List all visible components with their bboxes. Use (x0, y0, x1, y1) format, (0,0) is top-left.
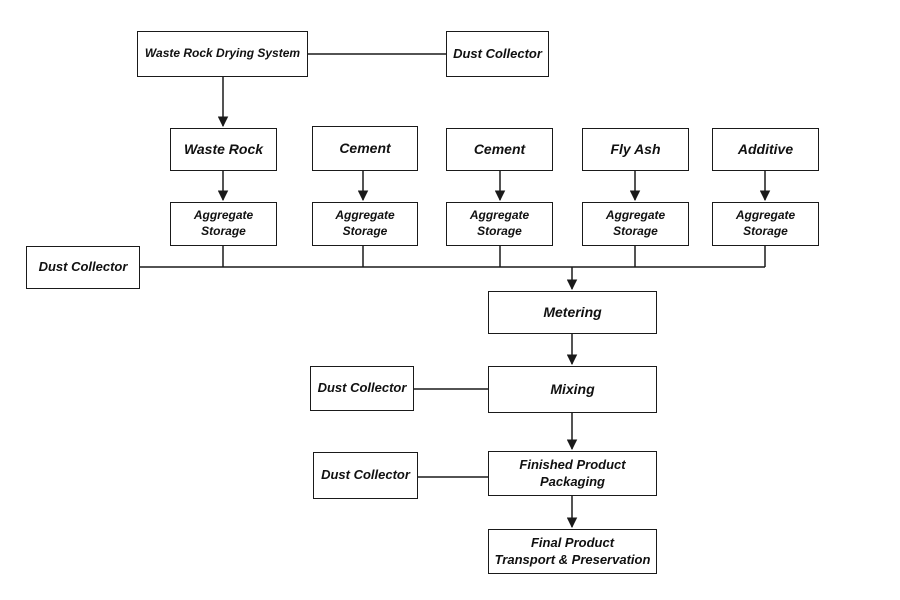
fly-ash-box: Fly Ash (582, 128, 689, 171)
aggregate-storage-label-line2: Storage (613, 224, 658, 238)
aggregate-storage-label-line1: Aggregate (193, 208, 254, 223)
dust-collector-top-box: Dust Collector (446, 31, 549, 77)
aggregate-storage-box: Aggregate Storage (312, 202, 418, 246)
cement-2-label: Cement (473, 141, 526, 158)
aggregate-storage-label-line1: Aggregate (735, 208, 796, 223)
dust-collector-left-box: Dust Collector (26, 246, 140, 289)
cement-1-label: Cement (339, 140, 391, 157)
finished-product-packaging-box: Finished Product Packaging (488, 451, 657, 496)
cement-1-box: Cement (312, 126, 418, 171)
finished-product-packaging-label-line1: Finished Product (519, 456, 626, 472)
aggregate-storage-label-line2: Storage (342, 224, 388, 238)
metering-box: Metering (488, 291, 657, 334)
additive-box: Additive (712, 128, 819, 171)
waste-rock-label: Waste Rock (183, 141, 264, 158)
dust-collector-mixing-label: Dust Collector (317, 380, 407, 396)
aggregate-storage-box: Aggregate Storage (712, 202, 819, 246)
mixing-box: Mixing (488, 366, 657, 413)
aggregate-storage-label-line1: Aggregate (469, 208, 530, 223)
dust-collector-packaging-label: Dust Collector (321, 467, 410, 483)
waste-rock-drying-system-box: Waste Rock Drying System (137, 31, 308, 77)
metering-label: Metering (543, 304, 602, 321)
finished-product-packaging-label-line2: Packaging (539, 473, 605, 489)
aggregate-storage-label-line2: Storage (743, 224, 788, 238)
dust-collector-packaging-box: Dust Collector (313, 452, 418, 499)
aggregate-storage-box: Aggregate Storage (582, 202, 689, 246)
aggregate-storage-label-line1: Aggregate (335, 208, 395, 223)
dust-collector-left-label: Dust Collector (38, 259, 128, 275)
dust-collector-top-label: Dust Collector (453, 45, 542, 61)
dust-collector-mixing-box: Dust Collector (310, 366, 414, 411)
final-product-transport-box: Final Product Transport & Preservation (488, 529, 657, 574)
aggregate-storage-label-line2: Storage (201, 224, 246, 238)
fly-ash-label: Fly Ash (610, 141, 661, 158)
aggregate-storage-box: Aggregate Storage (170, 202, 277, 246)
additive-label: Additive (737, 141, 794, 158)
waste-rock-drying-system-label: Waste Rock Drying System (144, 46, 301, 61)
mixing-label: Mixing (550, 381, 595, 398)
final-product-transport-label-line1: Final Product (530, 534, 615, 550)
final-product-transport-label-line2: Transport & Preservation (494, 551, 651, 567)
aggregate-storage-box: Aggregate Storage (446, 202, 553, 246)
aggregate-storage-label-line2: Storage (477, 224, 522, 238)
cement-2-box: Cement (446, 128, 553, 171)
aggregate-storage-label-line1: Aggregate (605, 208, 666, 223)
waste-rock-box: Waste Rock (170, 128, 277, 171)
